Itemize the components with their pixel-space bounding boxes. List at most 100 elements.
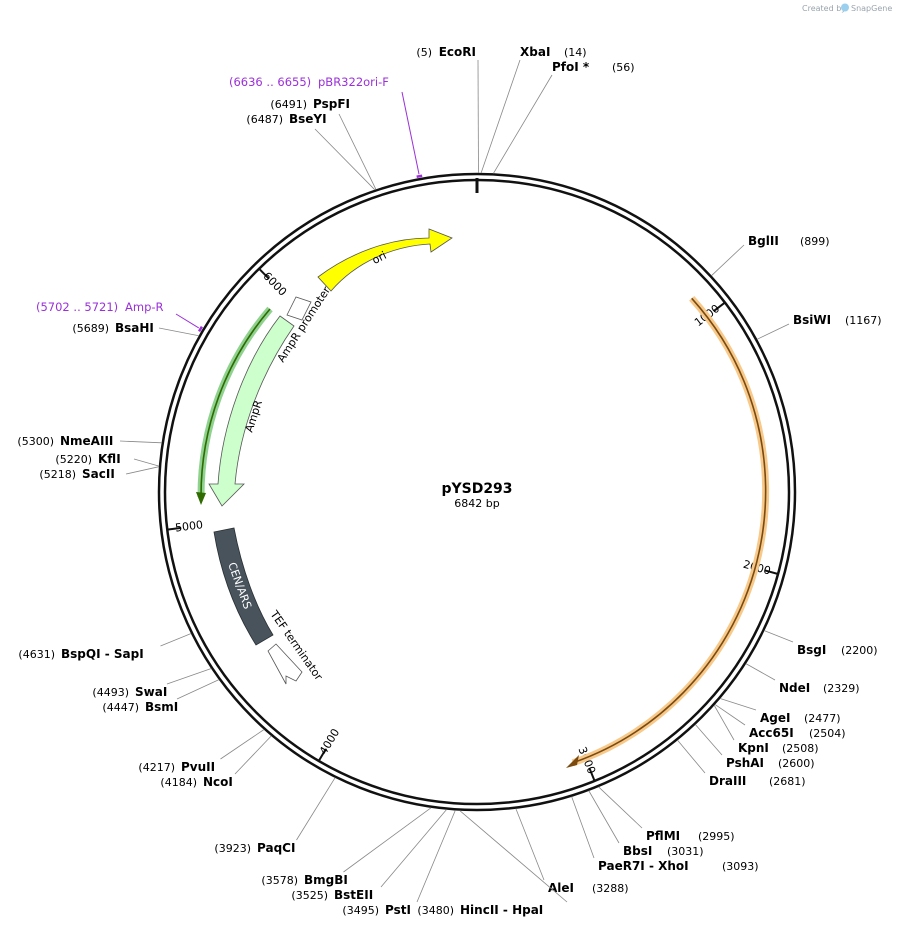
site-name: AleI <box>548 881 574 895</box>
site-name: NmeAIII <box>60 434 113 448</box>
site-name: BbsI <box>623 844 652 858</box>
site-leader-line <box>713 705 735 741</box>
site-position: (5300) <box>17 435 54 448</box>
site-leader-line <box>745 663 776 681</box>
restriction-site: BbsI(3031) <box>623 844 704 858</box>
site-leader-line <box>571 796 595 859</box>
site-name: Acc65I <box>749 726 794 740</box>
restriction-site: (4184)NcoI <box>160 775 232 789</box>
site-leader-line <box>756 323 790 340</box>
site-leader-line <box>176 679 220 700</box>
site-position: (2600) <box>778 757 815 770</box>
site-name: BsiWI <box>793 313 831 327</box>
primer-leader-line <box>175 313 200 329</box>
site-position: (4493) <box>92 686 129 699</box>
restriction-site: (3525) BstEII <box>291 888 373 902</box>
restriction-site: (4217)PvuII <box>138 760 215 774</box>
restriction-site: (3923)PaqCI <box>214 841 295 855</box>
restriction-site: AleI (3288) <box>548 881 629 895</box>
site-leader-line <box>234 735 272 775</box>
restriction-site: PshAI (2600) <box>726 756 815 770</box>
restriction-site: (4493) SwaI <box>92 685 167 699</box>
site-leader-line <box>677 739 706 774</box>
site-name: BsgI <box>797 643 826 657</box>
restriction-site: BsiWI (1167) <box>793 313 882 327</box>
restriction-site: NdeI(2329) <box>779 681 860 695</box>
credit-prefix: Created by <box>802 4 846 13</box>
site-position: (4631) <box>18 648 55 661</box>
primer-name: Amp-R <box>125 300 164 314</box>
site-position: (2200) <box>841 644 878 657</box>
plasmid-length: 6842 bp <box>454 497 499 510</box>
site-name: BstEII <box>334 888 373 902</box>
ampr-feature <box>208 315 295 507</box>
site-leader-line <box>296 777 336 841</box>
site-position: (6487) <box>246 113 283 126</box>
site-leader-line <box>314 128 376 191</box>
site-leader-line <box>459 810 568 903</box>
snapgene-logo-icon <box>841 3 849 12</box>
tick-label: 5000 <box>174 518 203 534</box>
site-position: (5) <box>416 46 432 59</box>
restriction-site: DraIII (2681) <box>709 774 806 788</box>
site-leader-line <box>166 668 212 685</box>
site-name: BspQI - SapI <box>61 647 144 661</box>
site-position: (2995) <box>698 830 735 843</box>
site-leader-line <box>493 74 553 174</box>
restriction-site: (5218)SacII <box>39 467 114 481</box>
site-name: SacII <box>82 467 115 481</box>
site-leader-line <box>480 59 521 174</box>
ampr-promoter-feature <box>286 296 312 321</box>
restriction-site: PfoI *(56) <box>552 60 635 74</box>
restriction-site: BsgI (2200) <box>797 643 878 657</box>
site-name: BseYI <box>289 112 327 126</box>
site-name: XbaI <box>520 45 550 59</box>
primer-range: (6636 .. 6655) <box>229 75 311 89</box>
plasmid-name: pYSD293 <box>441 481 512 497</box>
site-leader-line <box>125 466 160 475</box>
site-position: (2504) <box>809 727 846 740</box>
site-leader-line <box>711 244 745 276</box>
restriction-site: Acc65I (2504) <box>749 726 846 740</box>
site-position: (1167) <box>845 314 882 327</box>
site-leader-line <box>598 786 643 829</box>
restriction-site: PaeR7I - XhoI(3093) <box>598 859 759 873</box>
site-name: EcoRI <box>439 45 476 59</box>
ori-feature <box>317 228 453 292</box>
backbone-outer-ring <box>157 172 797 812</box>
site-name: SwaI <box>135 685 167 699</box>
site-leader-line <box>343 807 432 873</box>
orf-arc-highlight <box>571 295 770 767</box>
tick-mark <box>588 767 596 782</box>
site-name: PshAI <box>726 756 764 770</box>
ampr-orf-arrowhead <box>196 492 206 505</box>
site-position: (3288) <box>592 882 629 895</box>
site-name: DraIII <box>709 774 746 788</box>
restriction-site: PflMI(2995) <box>646 829 735 843</box>
site-name: BsmI <box>145 700 178 714</box>
site-position: (2681) <box>769 775 806 788</box>
site-leader-line <box>588 790 620 844</box>
site-position: (3525) <box>291 889 328 902</box>
site-leader-line <box>714 704 746 726</box>
site-leader-line <box>380 809 447 888</box>
ampr-orf-arc <box>200 308 271 498</box>
site-position: (2329) <box>823 682 860 695</box>
tick-label: 6000 <box>260 270 289 299</box>
site-position: (14) <box>564 46 587 59</box>
primer-mark <box>416 174 423 178</box>
site-leader-line <box>515 808 545 881</box>
primer-leader-line <box>401 91 420 175</box>
site-leader-line <box>220 729 265 760</box>
credit-brand: SnapGene <box>851 4 892 13</box>
site-name: HincII - HpaI <box>460 903 543 917</box>
restriction-site: (6491)PspFI <box>270 97 350 111</box>
primers: (6636 .. 6655)pBR322ori-F(5702 .. 5721)A… <box>36 75 423 333</box>
site-position: (5220) <box>55 453 92 466</box>
primer-mark <box>197 325 203 333</box>
site-position: (3093) <box>722 860 759 873</box>
site-leader-line <box>338 113 377 190</box>
